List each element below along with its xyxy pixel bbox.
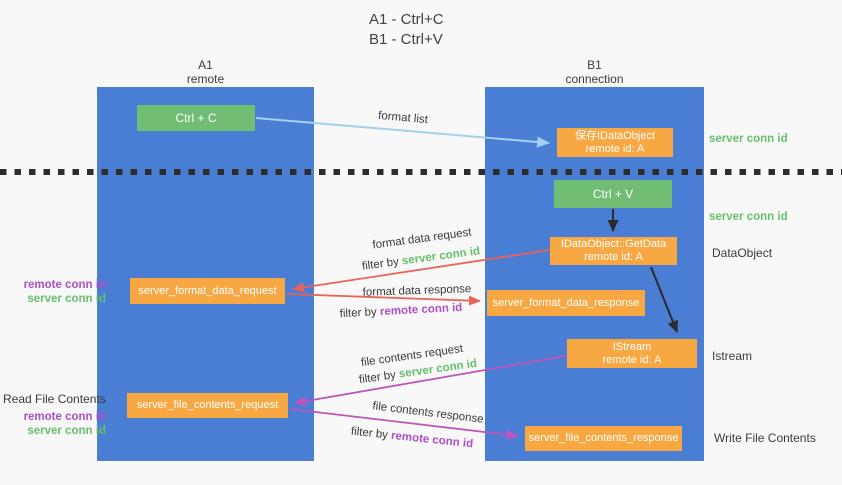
left-label-server-conn-id-top: server conn id — [27, 293, 106, 305]
column-header-a1: A1 remote — [97, 58, 314, 86]
node-idataobject-getdata: IDataObject::GetData remote id: A — [550, 237, 677, 265]
edge-label-filter-remote-1: filter by remote conn id — [339, 302, 462, 320]
remote-conn-id-text: remote conn id — [390, 429, 474, 451]
right-label-server-conn-id-mid: server conn id — [709, 211, 788, 223]
edge-label-filter-remote-2: filter by remote conn id — [350, 426, 473, 451]
left-label-server-conn-id-bottom: server conn id — [27, 425, 106, 437]
node-server-format-data-request: server_format_data_request — [130, 278, 285, 304]
left-label-read-file-contents: Read File Contents — [3, 392, 106, 406]
istream-line2: remote id: A — [602, 353, 662, 366]
filter-by-text: filter by — [339, 306, 378, 321]
left-label-remote-conn-id-top: remote conn id — [23, 279, 106, 291]
filter-by-text: filter by — [358, 369, 397, 387]
title-line-2: B1 - Ctrl+V — [369, 31, 443, 48]
edge-label-format-list: format list — [377, 109, 429, 127]
ctrl-v-label: Ctrl + V — [592, 186, 634, 201]
format-request-label: server_format_data_request — [138, 284, 277, 297]
edge-label-file-contents-response: file contents response — [371, 400, 485, 426]
right-label-write-file-contents: Write File Contents — [714, 431, 816, 445]
column-b1-name: B1 — [587, 58, 602, 72]
filter-by-text: filter by — [361, 255, 400, 273]
remote-conn-id-text: remote conn id — [379, 301, 463, 319]
file-request-label: server_file_contents_request — [136, 399, 279, 411]
node-server-file-contents-request: server_file_contents_request — [127, 393, 288, 418]
column-a1-subtitle: remote — [186, 72, 225, 86]
title-line-1: A1 - Ctrl+C — [369, 11, 444, 28]
column-b1-subtitle: connection — [565, 72, 624, 86]
format-response-label: server_format_data_response — [492, 296, 640, 309]
file-response-label: server_file_contents_response — [528, 432, 679, 444]
istream-line1: IStream — [612, 340, 652, 353]
save-idataobject-line2: remote id: A — [585, 142, 645, 155]
node-save-idataobject: 保存IDataObject remote id: A — [557, 128, 673, 157]
diagram-title: A1 - Ctrl+C B1 - Ctrl+V — [369, 10, 444, 50]
left-label-remote-conn-id-bottom: remote conn id — [23, 411, 106, 423]
column-a1-name: A1 — [198, 58, 213, 72]
server-conn-id-text: server conn id — [401, 245, 481, 268]
node-ctrl-c: Ctrl + C — [137, 105, 255, 131]
getdata-line1: IDataObject::GetData — [560, 238, 667, 250]
column-header-b1: B1 connection — [485, 58, 704, 86]
ctrl-c-label: Ctrl + C — [175, 110, 217, 125]
edge-label-format-data-response: format data response — [362, 283, 472, 299]
node-server-file-contents-response: server_file_contents_response — [525, 426, 682, 451]
right-label-server-conn-id-top: server conn id — [709, 133, 788, 145]
right-label-istream: Istream — [712, 349, 753, 363]
node-istream: IStream remote id: A — [567, 339, 697, 368]
node-server-format-data-response: server_format_data_response — [487, 290, 645, 316]
getdata-line2: remote id: A — [584, 251, 643, 263]
node-ctrl-v: Ctrl + V — [554, 180, 672, 208]
save-idataobject-line1: 保存IDataObject — [574, 129, 656, 142]
filter-by-text: filter by — [350, 425, 389, 442]
right-label-dataobject: DataObject — [712, 246, 773, 260]
